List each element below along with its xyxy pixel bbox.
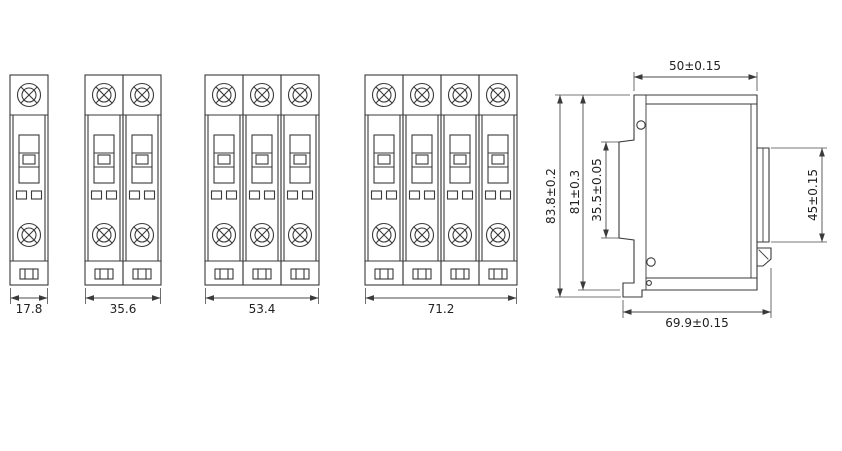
- side-body-outline: [618, 94, 758, 298]
- pole-unit: [205, 75, 243, 285]
- dim-label-body-height: 81±0.3: [568, 170, 582, 214]
- side-view: [618, 94, 772, 298]
- pole-unit: [365, 75, 403, 285]
- din-clip-spring-line: [758, 249, 769, 260]
- din-clip-latch: [756, 247, 772, 267]
- dim-label-rail-height: 45±0.15: [806, 169, 820, 221]
- dim-label-overall-height: 83.8±0.2: [544, 168, 558, 224]
- dim-label-1p-width: 17.8: [16, 302, 43, 316]
- dim-side-rail-height: 45±0.15: [771, 147, 827, 243]
- pole-unit: [479, 75, 517, 285]
- dim-side-front-window-height: 35.5±0.05: [590, 141, 619, 239]
- front-view-3p: [205, 75, 319, 285]
- front-view-2p: [85, 75, 161, 285]
- dim-front-2p-width: 35.6: [85, 288, 161, 316]
- dim-label-3p-width: 53.4: [249, 302, 276, 316]
- dim-front-4p-width: 71.2: [365, 288, 517, 316]
- pole-unit: [441, 75, 479, 285]
- dim-front-3p-width: 53.4: [205, 288, 319, 316]
- dim-label-front-window-height: 35.5±0.05: [590, 158, 604, 222]
- dim-side-top-width: 50±0.15: [633, 59, 758, 91]
- dim-label-4p-width: 71.2: [428, 302, 455, 316]
- dim-side-body-height: 81±0.3: [568, 95, 620, 291]
- front-view-1p: [10, 75, 48, 285]
- dim-front-1p-width: 17.8: [10, 288, 48, 316]
- pole-unit: [85, 75, 123, 285]
- rivet-small: [646, 280, 652, 286]
- dim-label-2p-width: 35.6: [110, 302, 137, 316]
- pole-unit: [403, 75, 441, 285]
- pole-unit: [123, 75, 161, 285]
- front-view-4p: [365, 75, 517, 285]
- pole-unit: [281, 75, 319, 285]
- dim-label-top-width: 50±0.15: [669, 59, 721, 73]
- dim-side-overall-height: 83.8±0.2: [544, 94, 630, 298]
- pole-unit: [10, 75, 48, 285]
- pole-unit: [243, 75, 281, 285]
- dim-label-overall-depth: 69.9±0.15: [665, 316, 729, 330]
- rivet: [646, 257, 656, 267]
- dim-side-overall-depth: 69.9±0.15: [622, 268, 772, 330]
- rivet: [636, 120, 646, 130]
